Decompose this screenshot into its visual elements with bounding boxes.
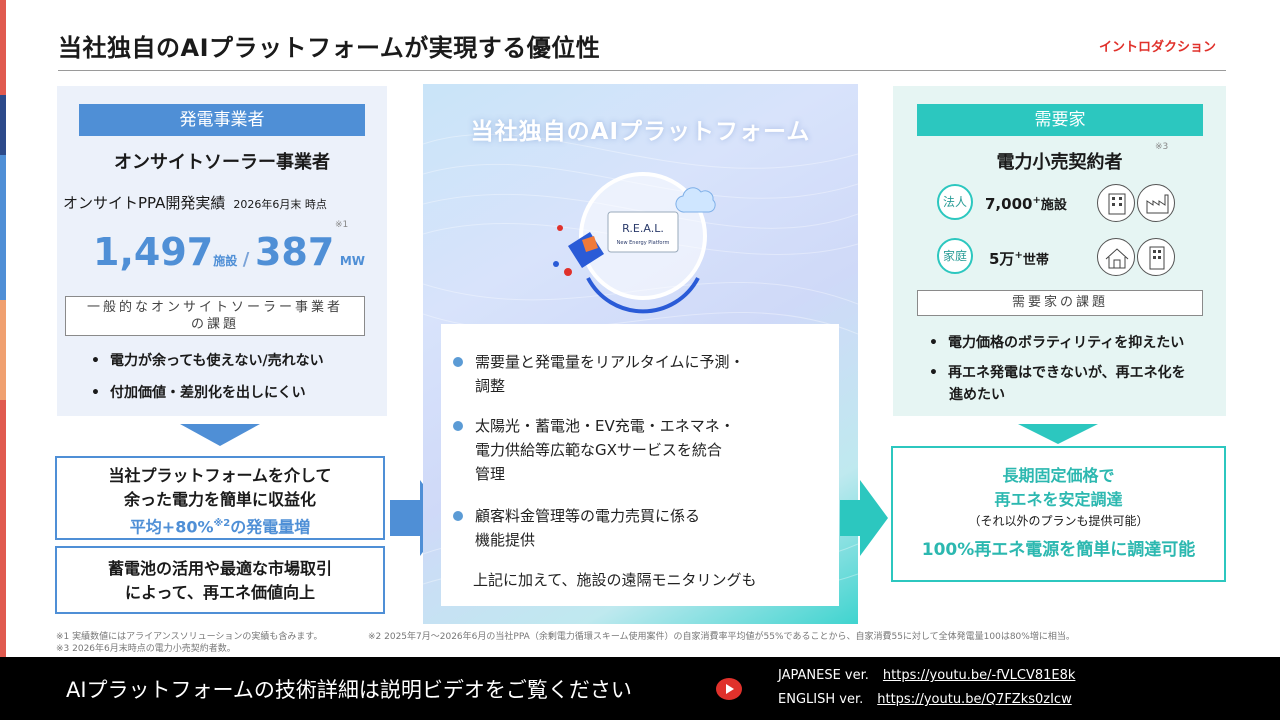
consumer-benefit-line4: 100%再エネ電源を簡単に調達可能 <box>921 540 1196 560</box>
edge-stripe-red <box>0 0 6 95</box>
edge-stripe-blue <box>0 155 6 300</box>
supplier-issue-title: 一般的なオンサイトソーラー事業者 の課題 <box>65 296 365 336</box>
consumer-benefit-line1: 長期固定価格で <box>1002 466 1115 485</box>
facilities-value: 1,497 <box>93 230 214 274</box>
benefit-line3: 平均+80%※2の発電量増 <box>57 512 383 539</box>
platform-title: 当社独自のAIプラットフォーム <box>470 119 811 145</box>
page-title: 当社独自のAIプラットフォームが実現する優位性 <box>58 34 601 62</box>
bullet-dot <box>453 421 463 431</box>
corporate-badge: 法人 <box>937 184 973 220</box>
ai-platform-panel: 当社独自のAIプラットフォーム R.E.A.L. New Energy Plat… <box>423 84 858 624</box>
benefit-line1: 当社プラットフォームを介して <box>108 466 332 485</box>
arrow-right-center <box>840 480 888 556</box>
platform-features-card: 需要量と発電量をリアルタイムに予測・ 調整 太陽光・蓄電池・EV充電・エネマネ・… <box>441 324 839 606</box>
consumer-issue-title: 需要家の課題 <box>917 290 1203 316</box>
home-unit: 世帯 <box>1022 253 1049 268</box>
mw-unit: MW <box>339 254 366 268</box>
feature-line: 調整 <box>475 377 506 395</box>
footnote-2: ※2 2025年7月～2026年6月の当社PPA（余剰電力循環スキーム使用案件）… <box>368 632 1075 642</box>
issue-title-line1: 一般的なオンサイトソーラー事業者 <box>86 300 343 315</box>
consumer-panel: 需要家 電力小売契約者 ※3 法人 7,000+施設 家庭 5万+世帯 需要家の… <box>893 86 1226 416</box>
benefit-line2: 余った電力を簡単に収益化 <box>123 490 316 509</box>
home-plus: + <box>1014 250 1023 261</box>
en-video-link[interactable]: https://youtu.be/Q7FZks0zIcw <box>877 692 1072 707</box>
supplier-bullet: 付加価値・差別化を出しにくい <box>91 382 306 402</box>
jp-label: JAPANESE ver. <box>778 668 869 683</box>
feature-line: 顧客料金管理等の電力売買に係る <box>475 507 701 525</box>
factory-icon <box>1137 184 1175 222</box>
supplier-value-box: 蓄電池の活用や最適な市場取引 によって、再エネ価値向上 <box>55 546 385 614</box>
mw-value: 387 <box>254 230 335 274</box>
corp-unit: 施設 <box>1040 198 1067 213</box>
household-badge: 家庭 <box>937 238 973 274</box>
feature-line: 需要量と発電量をリアルタイムに予測・ <box>475 353 745 371</box>
ppa-label: オンサイトPPA開発実績 <box>63 194 226 212</box>
supplier-panel: 発電事業者 オンサイトソーラー事業者 オンサイトPPA開発実績 2026年6月末 … <box>57 86 387 416</box>
ppa-asof: 2026年6月末 時点 <box>233 198 327 211</box>
ppa-record-line: オンサイトPPA開発実績 2026年6月末 時点 <box>63 192 327 213</box>
en-label: ENGLISH ver. <box>778 692 864 707</box>
edge-stripe-orange <box>0 300 6 400</box>
feature-footer: 上記に加えて、施設の遠隔モニタリングも <box>473 571 757 589</box>
note-ref-1: ※1 <box>335 220 349 230</box>
building-icon <box>1097 184 1135 222</box>
logo-text: R.E.A.L. <box>622 222 664 235</box>
feature-line: 電力供給等広範なGXサービスを統合 <box>475 441 722 459</box>
real-platform-logo: R.E.A.L. New Energy Platform <box>553 172 716 314</box>
corp-plus: + <box>1032 195 1041 206</box>
edge-stripe-red2 <box>0 400 6 657</box>
feature-line: 機能提供 <box>475 531 536 549</box>
feature-item: 需要量と発電量をリアルタイムに予測・ 調整 <box>453 350 745 398</box>
corporate-count: 7,000+施設 <box>985 194 1067 213</box>
ppa-figures: 1,497施設 / 387 MW <box>93 230 365 274</box>
feature-item: 顧客料金管理等の電力売買に係る 機能提供 <box>453 504 701 552</box>
bullet-dot <box>453 511 463 521</box>
value-line2: によって、再エネ価値向上 <box>125 583 315 602</box>
english-video-row: ENGLISH ver. https://youtu.be/Q7FZks0zIcw <box>778 692 1072 707</box>
video-banner: AIプラットフォームの技術詳細は説明ビデオをご覧ください JAPANESE ve… <box>0 657 1280 720</box>
down-arrow-right <box>1018 424 1098 444</box>
consumer-bullet-cont: 進めたい <box>949 387 1005 403</box>
house-icon <box>1097 238 1135 276</box>
youtube-play-icon[interactable] <box>716 678 742 700</box>
consumer-bullet: 再エネ発電はできないが、再エネ化を <box>929 362 1186 382</box>
bullet-dot <box>453 357 463 367</box>
note-ref-3: ※3 <box>1155 142 1169 152</box>
supplier-bullet: 電力が余っても使えない/売れない <box>91 350 324 370</box>
japanese-video-row: JAPANESE ver. https://youtu.be/-fVLCV81E8… <box>778 668 1075 683</box>
feature-line: 管理 <box>475 465 506 483</box>
video-banner-text: AIプラットフォームの技術詳細は説明ビデオをご覧ください <box>66 678 632 702</box>
facilities-unit: 施設 <box>213 254 238 268</box>
feature-line: 太陽光・蓄電池・EV充電・エネマネ・ <box>475 417 735 435</box>
footnote-3: ※3 2026年6月末時点の電力小売契約者数。 <box>56 644 236 654</box>
home-value: 5万 <box>989 250 1015 268</box>
consumer-benefit-box: 長期固定価格で 再エネを安定調達 （それ以外のプランも提供可能） 100%再エネ… <box>891 446 1226 582</box>
benefit-gain-suffix: の発電量増 <box>230 517 311 537</box>
section-label: イントロダクション <box>1098 40 1216 55</box>
consumer-benefit-line2: 再エネを安定調達 <box>994 490 1123 509</box>
value-line1: 蓄電池の活用や最適な市場取引 <box>107 559 332 578</box>
apartment-icon <box>1137 238 1175 276</box>
consumer-heading: 電力小売契約者 <box>996 152 1123 173</box>
logo-subtext: New Energy Platform <box>617 240 670 246</box>
edge-stripe-navy <box>0 95 6 155</box>
consumer-bullet: 電力価格のボラティリティを抑えたい <box>929 332 1184 352</box>
figure-separator: / <box>242 249 250 270</box>
household-count: 5万+世帯 <box>989 248 1049 269</box>
down-arrow-left <box>180 424 260 446</box>
consumer-tag: 需要家 <box>917 104 1203 136</box>
benefit-gain: 平均+80% <box>129 517 214 537</box>
supplier-tag: 発電事業者 <box>79 104 365 136</box>
jp-video-link[interactable]: https://youtu.be/-fVLCV81E8k <box>882 668 1076 683</box>
title-divider <box>58 70 1226 71</box>
supplier-heading: オンサイトソーラー事業者 <box>114 152 330 173</box>
consumer-benefit-note: （それ以外のプランも提供可能） <box>968 514 1149 528</box>
feature-item: 太陽光・蓄電池・EV充電・エネマネ・ 電力供給等広範なGXサービスを統合 管理 <box>453 414 735 486</box>
corp-value: 7,000 <box>985 195 1033 213</box>
benefit-note-ref: ※2 <box>213 518 231 529</box>
issue-title-line2: の課題 <box>190 317 239 332</box>
footnote-1: ※1 実績数値にはアライアンスソリューションの実績も含みます。 <box>56 632 323 642</box>
supplier-benefit-box: 当社プラットフォームを介して 余った電力を簡単に収益化 平均+80%※2の発電量… <box>55 456 385 540</box>
